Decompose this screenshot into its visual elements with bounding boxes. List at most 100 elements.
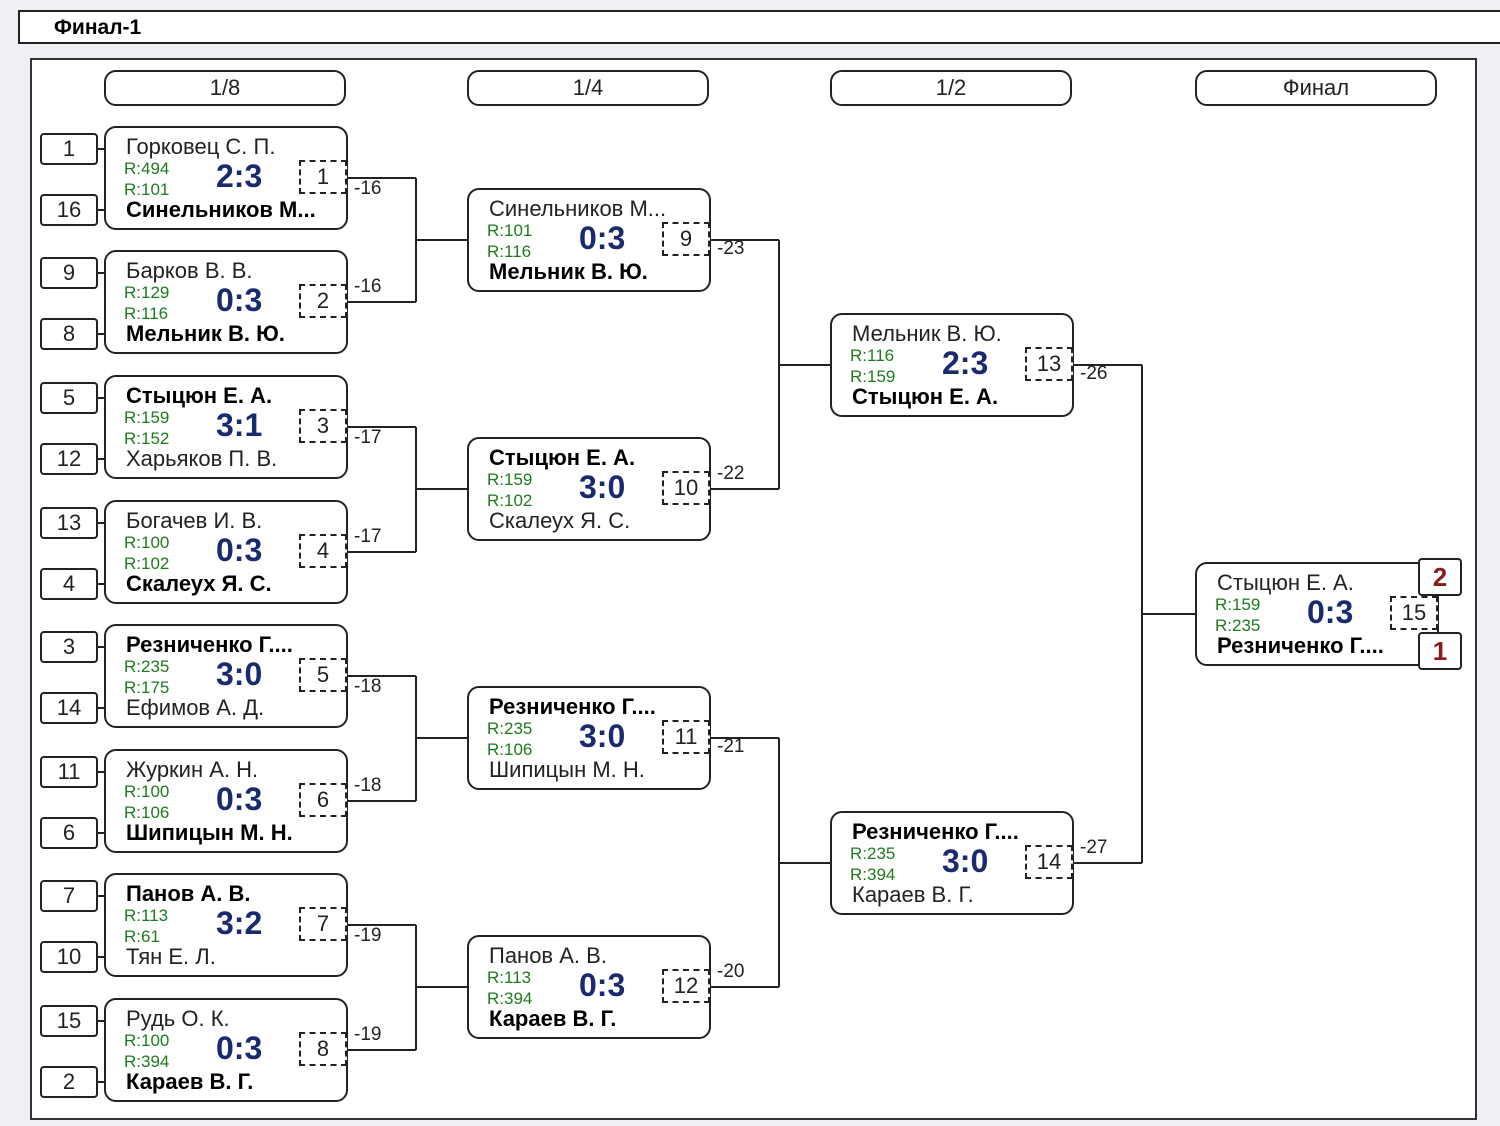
- loser-reference: -16: [354, 178, 382, 199]
- match-score: 3:1: [216, 407, 263, 443]
- player-bottom-name: Резниченко Г....: [1217, 633, 1384, 658]
- player-bottom-name: Караев В. Г.: [126, 1069, 254, 1094]
- player-top-name: Резниченко Г....: [852, 819, 1019, 844]
- seed-box: 15: [40, 1005, 98, 1037]
- player-top-name: Богачев И. В.: [126, 508, 263, 533]
- player-bottom-rating: R:235: [1215, 616, 1261, 635]
- player-bottom-rating: R:61: [124, 927, 160, 946]
- player-top-rating: R:100: [124, 782, 170, 801]
- player-top-name: Мельник В. Ю.: [852, 321, 1002, 346]
- loser-reference: -17: [354, 526, 382, 547]
- player-top-name: Панов А. В.: [489, 943, 607, 968]
- seed-box: 12: [40, 443, 98, 475]
- player-top-name: Стыцюн Е. А.: [1217, 570, 1354, 595]
- player-top-rating: R:100: [124, 1031, 170, 1050]
- seed-box: 8: [40, 318, 98, 350]
- match-score: 3:0: [942, 843, 989, 879]
- player-top-name: Барков В. В.: [126, 258, 253, 283]
- player-bottom-rating: R:394: [487, 989, 533, 1008]
- seed-box: 13: [40, 507, 98, 539]
- player-top-name: Стыцюн Е. А.: [489, 445, 636, 470]
- seed-box: 11: [40, 756, 98, 788]
- player-top-rating: R:235: [487, 719, 533, 738]
- loser-reference: -27: [1080, 837, 1108, 858]
- final-place-bottom: 1: [1418, 632, 1462, 670]
- match-score: 0:3: [579, 967, 626, 1003]
- match-number: 14: [1025, 845, 1073, 879]
- loser-reference: -22: [717, 463, 745, 484]
- match-number: 8: [299, 1032, 347, 1066]
- player-bottom-name: Синельников М...: [126, 197, 316, 222]
- player-top-rating: R:129: [124, 283, 170, 302]
- match-number: 9: [662, 222, 710, 256]
- match-score: 3:0: [216, 656, 263, 692]
- match-score: 0:3: [216, 532, 263, 568]
- loser-reference: -19: [354, 1024, 382, 1045]
- title-bar: Финал-1: [18, 10, 1500, 44]
- player-bottom-name: Стыцюн Е. А.: [852, 384, 999, 409]
- player-bottom-name: Тян Е. Л.: [126, 944, 216, 969]
- player-bottom-name: Харьяков П. В.: [126, 446, 278, 471]
- player-bottom-name: Шипицын М. Н.: [126, 820, 293, 845]
- seed-box: 3: [40, 631, 98, 663]
- player-top-rating: R:159: [487, 470, 533, 489]
- player-bottom-rating: R:101: [124, 180, 170, 199]
- match-score: 0:3: [216, 282, 263, 318]
- match-number: 13: [1025, 347, 1073, 381]
- seed-box: 2: [40, 1066, 98, 1098]
- player-bottom-name: Мельник В. Ю.: [126, 321, 285, 346]
- match-number: 7: [299, 907, 347, 941]
- match-number: 6: [299, 783, 347, 817]
- seed-box: 10: [40, 941, 98, 973]
- seed-box: 7: [40, 880, 98, 912]
- player-top-name: Горковец С. П.: [126, 134, 276, 159]
- round-header-0: 1/8: [104, 70, 346, 106]
- player-top-rating: R:235: [850, 844, 896, 863]
- player-top-rating: R:159: [1215, 595, 1261, 614]
- seed-box: 4: [40, 568, 98, 600]
- player-top-name: Резниченко Г....: [489, 694, 656, 719]
- player-bottom-rating: R:116: [124, 304, 169, 323]
- round-header-3: Финал: [1195, 70, 1437, 106]
- final-place-top: 2: [1418, 558, 1462, 596]
- player-bottom-name: Караев В. Г.: [489, 1006, 617, 1031]
- loser-reference: -19: [354, 925, 382, 946]
- player-top-rating: R:494: [124, 159, 170, 178]
- seed-box: 1: [40, 133, 98, 165]
- seed-box: 16: [40, 194, 98, 226]
- player-bottom-name: Скалеух Я. С.: [126, 571, 272, 596]
- match-score: 0:3: [216, 781, 263, 817]
- player-top-name: Синельников М...: [489, 196, 667, 221]
- player-top-name: Резниченко Г....: [126, 632, 293, 657]
- seed-box: 6: [40, 817, 98, 849]
- page-title: Финал-1: [54, 16, 142, 39]
- player-bottom-rating: R:102: [124, 554, 170, 573]
- match-number: 15: [1390, 596, 1438, 630]
- player-bottom-rating: R:116: [487, 242, 532, 261]
- player-top-rating: R:116: [850, 346, 895, 365]
- match-score: 0:3: [1307, 594, 1354, 630]
- loser-reference: -18: [354, 676, 382, 697]
- loser-reference: -26: [1080, 363, 1108, 384]
- player-top-rating: R:235: [124, 657, 170, 676]
- match-number: 1: [299, 160, 347, 194]
- player-top-rating: R:101: [487, 221, 533, 240]
- player-bottom-name: Ефимов А. Д.: [126, 695, 265, 720]
- match-number: 5: [299, 658, 347, 692]
- player-bottom-rating: R:152: [124, 429, 170, 448]
